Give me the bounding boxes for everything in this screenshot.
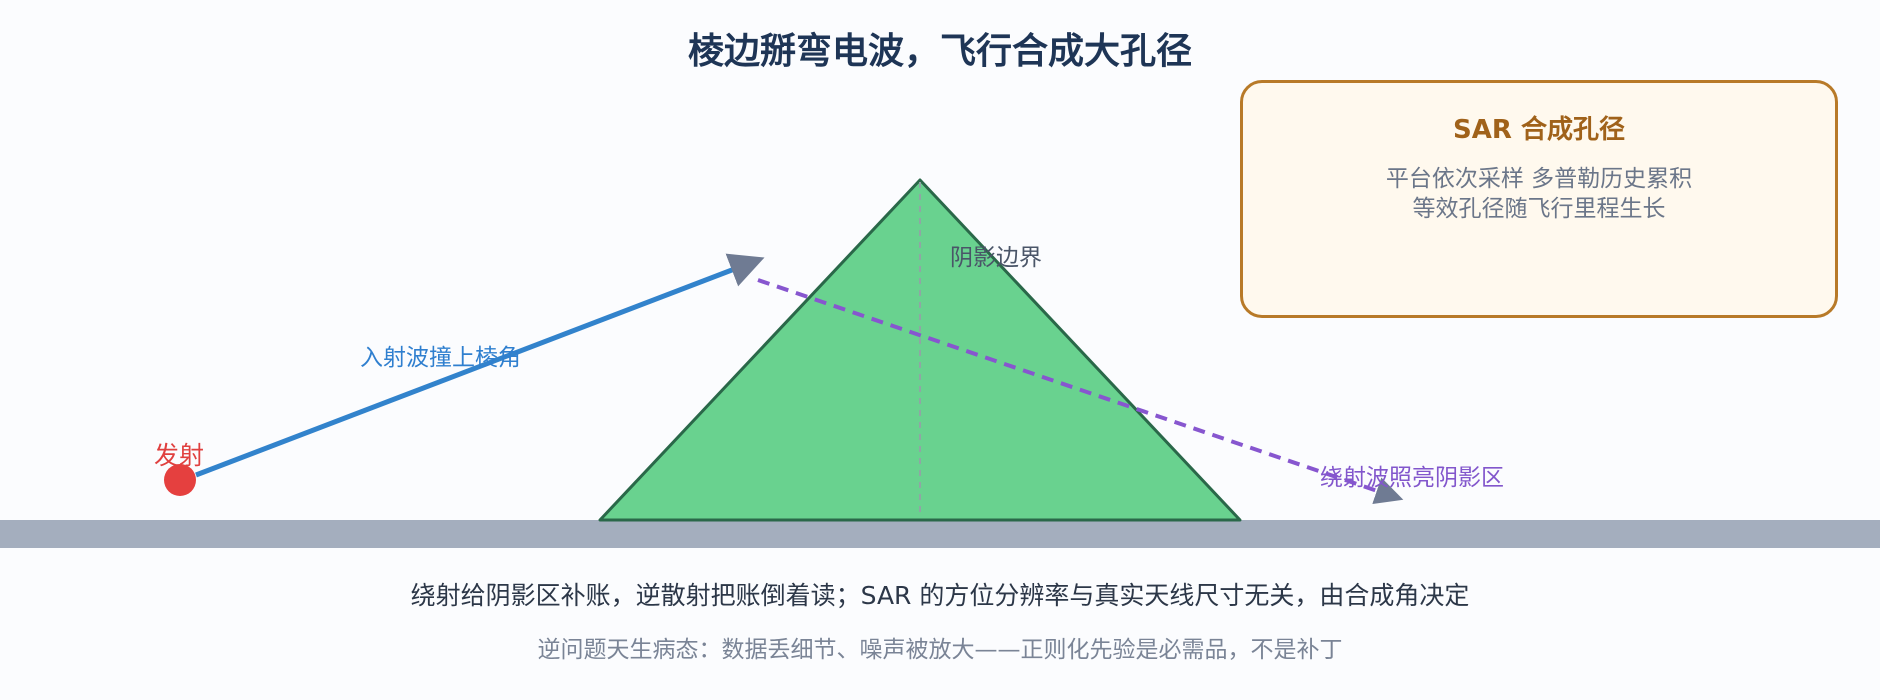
emitter-label: 发射 bbox=[154, 441, 205, 470]
page-title: 棱边掰弯电波，飞行合成大孔径 bbox=[687, 31, 1192, 72]
sar-panel-line-2: 等效孔径随飞行里程生长 bbox=[1412, 196, 1666, 222]
sar-aperture-panel: SAR 合成孔径 平台依次采样 多普勒历史累积 等效孔径随飞行里程生长 bbox=[1240, 80, 1838, 318]
emitter-dot bbox=[164, 464, 196, 496]
incident-wave-label: 入射波撞上棱角 bbox=[360, 345, 521, 371]
incident-wave-arrow bbox=[195, 253, 765, 478]
shadow-boundary-label: 阴影边界 bbox=[950, 245, 1042, 271]
sub-caption: 逆问题天生病态：数据丢细节、噪声被放大——正则化先验是必需品，不是补丁 bbox=[537, 637, 1343, 663]
ground-strip bbox=[0, 520, 1880, 548]
sar-panel-title: SAR 合成孔径 bbox=[1453, 115, 1625, 145]
diffracted-wave-arrow bbox=[757, 278, 1404, 505]
diffracted-wave-label: 绕射波照亮阴影区 bbox=[1320, 465, 1504, 491]
main-caption: 绕射给阴影区补账，逆散射把账倒着读；SAR 的方位分辨率与真实天线尺寸无关，由合… bbox=[410, 581, 1470, 610]
sar-panel-line-1: 平台依次采样 多普勒历史累积 bbox=[1385, 166, 1693, 192]
